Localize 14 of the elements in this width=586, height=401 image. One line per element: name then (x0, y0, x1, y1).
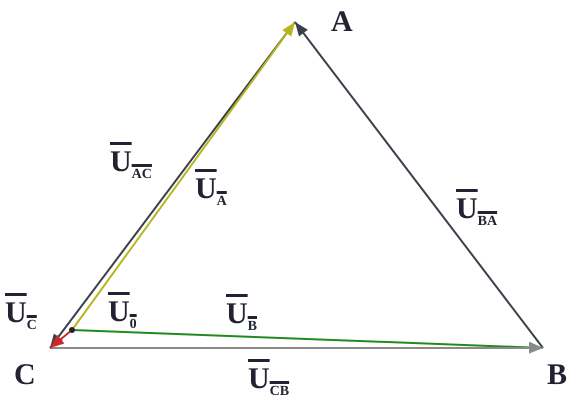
vertex-label: A (295, 5, 370, 40)
edge-label: U$_{C}$ (5, 296, 37, 334)
edge-label: U$_{BA}$ (456, 192, 498, 230)
vertex-label: B (535, 348, 585, 390)
edge-label: U$_{AC}$ (110, 145, 152, 182)
edge-label: U$_{A}$ (195, 172, 227, 210)
vector-arrow (294, 21, 544, 349)
point-dot (69, 327, 75, 333)
vector-arrow (49, 329, 73, 349)
edge-label: U$_{B}$ (226, 297, 258, 334)
vector-arrow (50, 342, 543, 354)
edge-label: U$_{CB}$ (248, 362, 290, 400)
vector-label: U$_{0}$ (108, 295, 137, 332)
vertex-label: C (8, 348, 50, 392)
